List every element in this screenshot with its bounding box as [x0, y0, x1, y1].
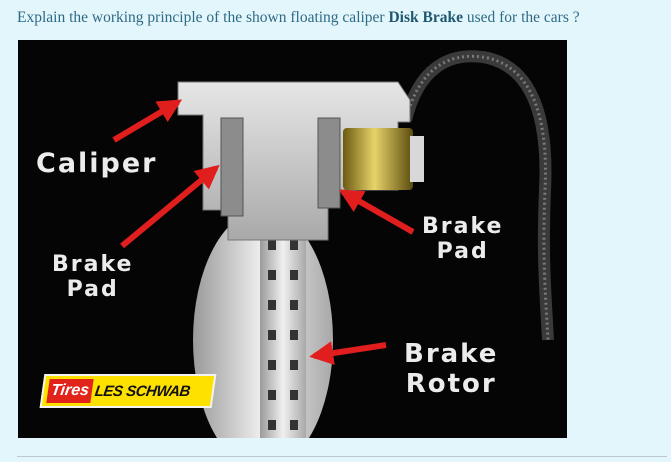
- arrow-pad-right: [338, 189, 415, 235]
- label-caliper: Caliper: [36, 148, 158, 179]
- question-suffix: used for the cars ?: [462, 9, 580, 26]
- label-brake-rotor-line2: Rotor: [405, 368, 497, 399]
- logo-brand-name: LES SCHWAB: [93, 382, 192, 400]
- brake-hose: [400, 50, 554, 341]
- inner-pad-right: [317, 117, 341, 209]
- label-brake-pad-left-line1: Brake: [52, 252, 134, 277]
- question-prefix: Explain the working principle of the sho…: [17, 9, 389, 26]
- bottom-divider: [17, 456, 667, 457]
- label-brake-pad-left-line2: Pad: [66, 277, 119, 303]
- caliper-piston: [343, 128, 413, 190]
- brake-hose-texture: [404, 54, 550, 341]
- arrow-rotor: [309, 341, 387, 365]
- piston-cap: [410, 136, 424, 182]
- disk-brake-diagram: Caliper Brake Pad Brake Pad Brake Rotor …: [18, 40, 567, 438]
- brake-illustration: [112, 50, 554, 438]
- rotor-vents: [268, 240, 298, 430]
- logo-tires-text: Tires: [46, 379, 94, 403]
- les-schwab-logo: Tires LES SCHWAB: [39, 374, 217, 408]
- arrow-pad-left: [120, 164, 220, 249]
- label-brake-pad-right-line2: Pad: [436, 239, 489, 265]
- label-brake-pad-left: Brake Pad: [52, 252, 133, 303]
- label-brake-rotor-line1: Brake: [404, 339, 499, 369]
- label-brake-pad-right: Brake Pad: [422, 214, 503, 265]
- inner-pad-left: [220, 117, 244, 217]
- question-text: Explain the working principle of the sho…: [17, 9, 657, 27]
- question-bold-term: Disk Brake: [388, 9, 463, 26]
- label-brake-rotor: Brake Rotor: [404, 339, 499, 400]
- arrow-caliper: [112, 99, 183, 143]
- label-brake-pad-right-line1: Brake: [422, 214, 504, 239]
